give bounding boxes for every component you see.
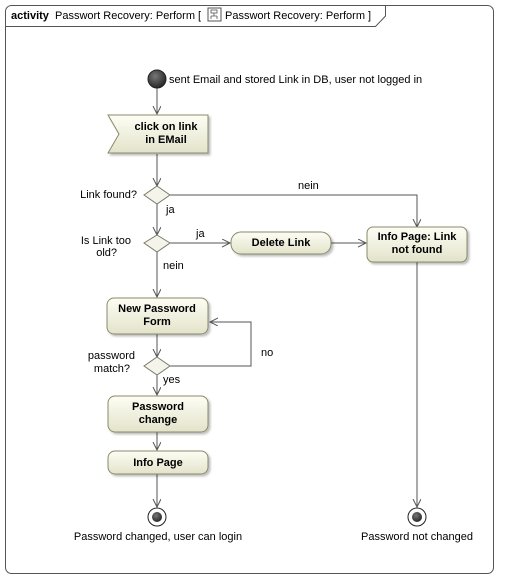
decision-link-found bbox=[143, 185, 171, 205]
initial-node bbox=[147, 69, 167, 89]
password-change-label-2: change bbox=[139, 414, 178, 426]
decision-link-too-old bbox=[143, 234, 171, 253]
final-left-label: Password changed, user can login bbox=[74, 531, 242, 543]
info-not-found-label-1: Info Page: Link bbox=[378, 231, 458, 243]
guard-ja-old: ja bbox=[195, 228, 205, 240]
action-delete-link bbox=[230, 231, 332, 255]
final-right-label: Password not changed bbox=[361, 531, 473, 543]
guard-no: no bbox=[261, 347, 273, 359]
new-password-form-label-1: New Password bbox=[118, 303, 196, 315]
decision-too-old-label-1: Is Link too bbox=[81, 235, 131, 247]
final-node-left bbox=[147, 507, 167, 527]
password-change-label-1: Password bbox=[132, 401, 184, 413]
final-node-right bbox=[407, 507, 427, 527]
decision-too-old-label-2: old? bbox=[96, 247, 117, 259]
info-not-found-label-2: not found bbox=[392, 244, 443, 256]
guard-yes: yes bbox=[163, 374, 181, 386]
frame-diagram-name: Passwort Recovery: Perform ] bbox=[225, 10, 371, 22]
accept-event-click-link bbox=[107, 114, 209, 154]
decision-password-match bbox=[143, 356, 171, 376]
decision-match-label-2: match? bbox=[94, 363, 130, 375]
new-password-form-label-2: Form bbox=[143, 316, 171, 328]
click-link-label-2: in EMail bbox=[145, 134, 187, 146]
edge-match-no bbox=[170, 322, 252, 367]
guard-ja-found: ja bbox=[165, 204, 175, 216]
decision-match-label-1: password bbox=[88, 350, 135, 362]
info-page-label: Info Page bbox=[133, 457, 183, 469]
action-info-not-found bbox=[366, 226, 468, 263]
guard-nein-old: nein bbox=[163, 260, 184, 272]
diagram-frame bbox=[5, 5, 494, 574]
initial-label: sent Email and stored Link in DB, user n… bbox=[169, 74, 422, 86]
frame-header-tab bbox=[5, 5, 386, 27]
guard-nein-top: nein bbox=[298, 180, 319, 192]
action-info-page bbox=[107, 450, 209, 475]
decision-link-found-label: Link found? bbox=[80, 189, 137, 201]
edges bbox=[157, 88, 417, 507]
click-link-label-1: click on link bbox=[135, 121, 199, 133]
action-new-password-form bbox=[106, 297, 209, 335]
frame-keyword: activity bbox=[11, 10, 50, 22]
diagram-reference-icon bbox=[207, 7, 222, 22]
frame-title: Passwort Recovery: Perform [ bbox=[55, 10, 201, 22]
action-password-change bbox=[107, 395, 209, 433]
delete-link-label: Delete Link bbox=[252, 237, 312, 249]
edge-linkfound-nein bbox=[170, 194, 417, 227]
